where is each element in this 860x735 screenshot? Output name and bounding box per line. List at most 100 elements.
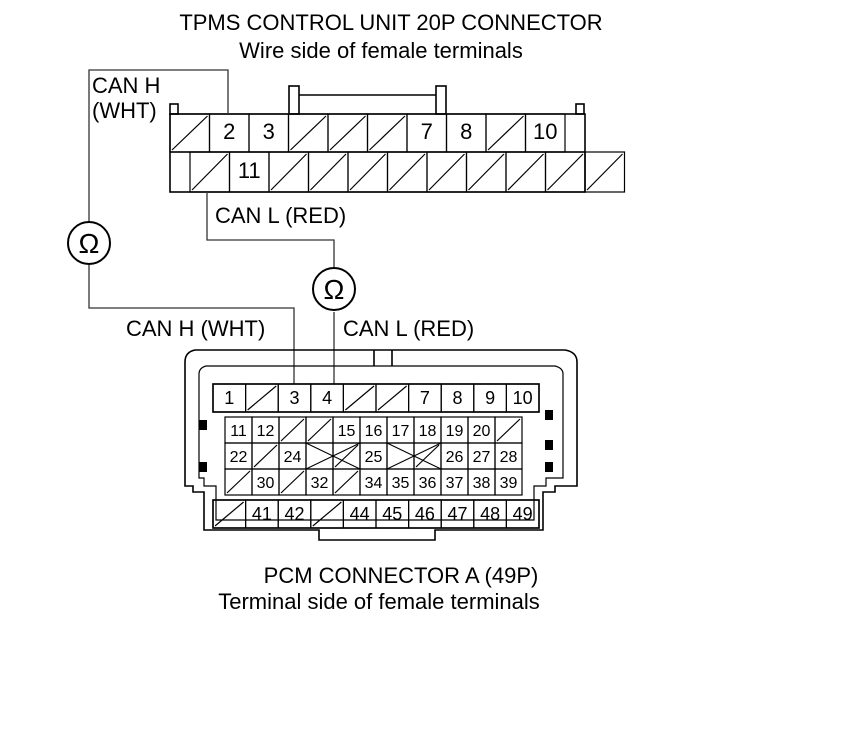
pcm-row3-cell: 25 bbox=[359, 442, 388, 470]
tpms-row2-terminal-number: 11 bbox=[238, 158, 261, 183]
can-h-top-label: CAN H bbox=[92, 73, 160, 98]
pcm-row3-cell bbox=[413, 442, 442, 470]
pcm-row3-terminal-number: 25 bbox=[365, 449, 383, 466]
pcm-row4-cell: 35 bbox=[386, 468, 415, 496]
tpms-row1-terminal-number: 2 bbox=[223, 119, 235, 144]
pcm-row1-cell bbox=[375, 383, 410, 413]
pcm-row5-cell: 42 bbox=[277, 499, 312, 529]
pcm-row4-cell bbox=[224, 468, 253, 496]
can-l-top-label: CAN L (RED) bbox=[215, 203, 346, 228]
pcm-row4-cell: 30 bbox=[251, 468, 280, 496]
tpms-row1-cell: 2 bbox=[208, 113, 250, 153]
pcm-row1-terminal-number: 8 bbox=[452, 388, 462, 408]
pcm-row4-terminal-number: 38 bbox=[473, 475, 491, 492]
pcm-row3-cell: 26 bbox=[440, 442, 469, 470]
pcm-row2-terminal-number: 19 bbox=[446, 423, 464, 440]
pcm-row3-cell: 27 bbox=[467, 442, 496, 470]
tpms-row2-cell bbox=[268, 151, 310, 193]
pcm-row5-terminal-number: 49 bbox=[513, 504, 533, 524]
pcm-row2-terminal-number: 11 bbox=[230, 423, 247, 440]
pcm-row1-terminal-number: 9 bbox=[485, 388, 495, 408]
pcm-row1-cell: 9 bbox=[473, 383, 507, 413]
pcm-row4-cell: 37 bbox=[440, 468, 469, 496]
tpms-row2-cell bbox=[307, 151, 349, 193]
ohmmeter-can-h: Ω bbox=[67, 221, 111, 265]
pcm-row1-cell: 8 bbox=[440, 383, 475, 413]
tpms-terminal-grid: 2 3 7 8 10 11 bbox=[169, 113, 626, 193]
pcm-row4-terminal-number: 30 bbox=[257, 475, 275, 492]
tpms-row2-cell bbox=[386, 151, 428, 193]
pcm-row3-terminal-number: 27 bbox=[473, 449, 491, 466]
pcm-connector-title: PCM CONNECTOR A (49P) bbox=[264, 563, 539, 588]
tpms-row2-cell bbox=[347, 151, 389, 193]
can-l-bottom-label: CAN L (RED) bbox=[343, 316, 474, 341]
pcm-row5-cell bbox=[310, 499, 344, 529]
pcm-row4-terminal-number: 36 bbox=[419, 475, 437, 492]
pcm-row4-terminal-number: 35 bbox=[392, 475, 410, 492]
pcm-row2-terminal-number: 18 bbox=[419, 423, 437, 440]
tpms-row2-cell bbox=[584, 151, 626, 193]
pcm-row2-cell: 18 bbox=[413, 416, 442, 444]
pcm-row3-terminal-number: 28 bbox=[500, 449, 518, 466]
pcm-row3-terminal-number: 26 bbox=[446, 449, 464, 466]
pcm-row1-terminal-number: 3 bbox=[289, 388, 299, 408]
pcm-row4-terminal-number: 32 bbox=[311, 475, 329, 492]
pcm-row4-terminal-number: 37 bbox=[446, 475, 464, 492]
pcm-row5-cell: 49 bbox=[505, 499, 540, 529]
pcm-row4-cell bbox=[278, 468, 307, 496]
tpms-row2-cell: 11 bbox=[228, 151, 270, 193]
pcm-row4-terminal-number: 39 bbox=[500, 475, 518, 492]
pcm-row5-terminal-number: 45 bbox=[382, 504, 402, 524]
ohm-symbol-can-h: Ω bbox=[79, 228, 100, 259]
test-wires bbox=[88, 69, 335, 384]
pcm-row2-terminal-number: 15 bbox=[338, 423, 356, 440]
pcm-row1-cell: 4 bbox=[310, 383, 344, 413]
tpms-row1-terminal-number: 3 bbox=[263, 119, 275, 144]
pcm-row2-cell: 11 bbox=[224, 416, 253, 444]
pcm-row5-terminal-number: 46 bbox=[415, 504, 435, 524]
pcm-row4-cell: 39 bbox=[494, 468, 523, 496]
can-h-top-color: (WHT) bbox=[92, 98, 157, 123]
pcm-row1-cell bbox=[245, 383, 279, 413]
pcm-row3-cell: 22 bbox=[224, 442, 253, 470]
pcm-row5-terminal-number: 41 bbox=[252, 504, 272, 524]
pcm-lock-tabs bbox=[199, 410, 553, 472]
tpms-row1-terminal-number: 8 bbox=[460, 119, 472, 144]
pcm-row4-cell: 36 bbox=[413, 468, 442, 496]
tpms-row1-cell bbox=[287, 113, 329, 153]
pcm-row2-terminal-number: 12 bbox=[257, 423, 275, 440]
pcm-row4-cell: 34 bbox=[359, 468, 388, 496]
pcm-row5-terminal-number: 42 bbox=[284, 504, 304, 524]
tpms-row2-cell bbox=[465, 151, 507, 193]
ohm-symbol-can-l: Ω bbox=[324, 274, 345, 305]
tpms-row1-terminal-number: 10 bbox=[533, 119, 557, 144]
tpms-row1-cell bbox=[485, 113, 527, 153]
pcm-row3-cell: 24 bbox=[278, 442, 307, 470]
pcm-row1-cell bbox=[342, 383, 377, 413]
pcm-row5-cell: 44 bbox=[342, 499, 377, 529]
pcm-row2-cell: 20 bbox=[467, 416, 496, 444]
pcm-row3-cell bbox=[251, 442, 280, 470]
pcm-row5-cell: 48 bbox=[473, 499, 507, 529]
tpms-row2-cell bbox=[544, 151, 586, 193]
pcm-row3-terminal-number: 24 bbox=[284, 449, 302, 466]
tpms-row1-cell: 3 bbox=[248, 113, 290, 153]
tpms-row1-terminal-number: 7 bbox=[421, 119, 433, 144]
pcm-row1-cell: 1 bbox=[212, 383, 247, 413]
pcm-row2-cell: 15 bbox=[332, 416, 361, 444]
pcm-row4-cell: 38 bbox=[467, 468, 496, 496]
pcm-row5-cell bbox=[212, 499, 247, 529]
pcm-row1-cell: 7 bbox=[408, 383, 442, 413]
tpms-row2-cell bbox=[505, 151, 547, 193]
pcm-row5-terminal-number: 48 bbox=[480, 504, 500, 524]
pcm-row1-cell: 3 bbox=[277, 383, 312, 413]
pcm-row5-cell: 45 bbox=[375, 499, 410, 529]
pcm-row2-cell: 17 bbox=[386, 416, 415, 444]
pcm-row3-terminal-number: 22 bbox=[230, 449, 248, 466]
tpms-connector-subtitle: Wire side of female terminals bbox=[239, 38, 523, 63]
pcm-row3-cell bbox=[332, 442, 361, 470]
pcm-row2-cell bbox=[305, 416, 334, 444]
pcm-row4-cell: 32 bbox=[305, 468, 334, 496]
